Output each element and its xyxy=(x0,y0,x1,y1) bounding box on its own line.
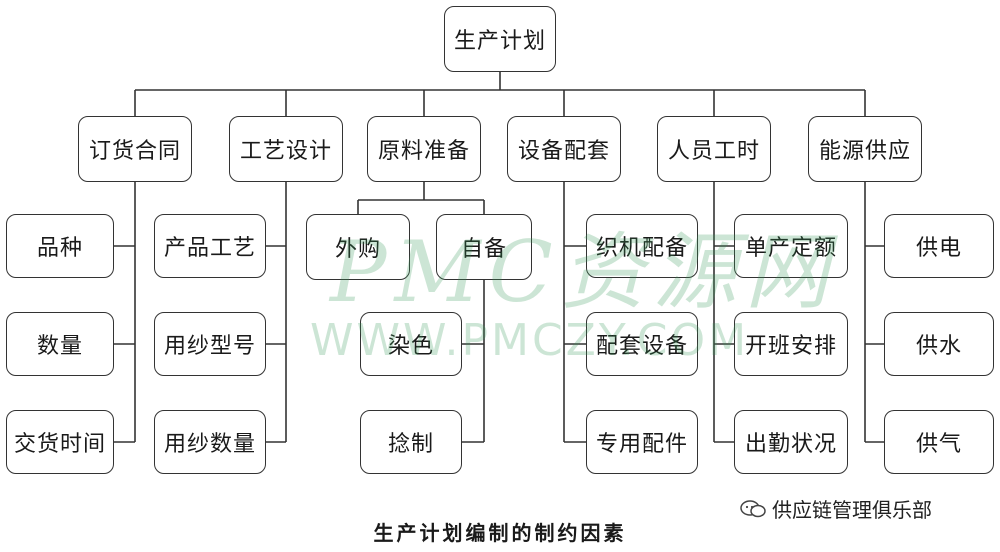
leaf-process-craft: 产品工艺 xyxy=(154,214,266,278)
leaf-order-quantity: 数量 xyxy=(6,312,114,376)
leaf-process-yarn-qty: 用纱数量 xyxy=(154,410,266,474)
chat-bubble-icon xyxy=(740,499,766,517)
leaf-material-twisting: 捻制 xyxy=(360,410,462,474)
node-equipment: 设备配套 xyxy=(507,116,621,182)
leaf-energy-gas: 供气 xyxy=(884,410,994,474)
leaf-staff-shift: 开班安排 xyxy=(734,312,848,376)
leaf-equip-parts: 专用配件 xyxy=(586,410,698,474)
leaf-staff-quota: 单产定额 xyxy=(734,214,848,278)
brand-text: 供应链管理俱乐部 xyxy=(772,498,932,522)
leaf-equip-looms: 织机配备 xyxy=(586,214,698,278)
leaf-material-dyeing: 染色 xyxy=(360,312,462,376)
diagram-caption: 生产计划编制的制约因素 xyxy=(373,521,627,545)
leaf-order-delivery: 交货时间 xyxy=(6,410,114,474)
leaf-material-purchase: 外购 xyxy=(306,214,410,280)
node-root: 生产计划 xyxy=(444,6,556,72)
node-staff-hours: 人员工时 xyxy=(657,116,771,182)
leaf-energy-water: 供水 xyxy=(884,312,994,376)
leaf-equip-supporting: 配套设备 xyxy=(586,312,698,376)
leaf-energy-power: 供电 xyxy=(884,214,994,278)
leaf-material-self: 自备 xyxy=(436,214,532,280)
node-order-contract: 订货合同 xyxy=(78,116,192,182)
leaf-process-yarn-type: 用纱型号 xyxy=(154,312,266,376)
node-material-prep: 原料准备 xyxy=(367,116,481,182)
brand-tag: 供应链管理俱乐部 xyxy=(740,494,932,523)
node-process-design: 工艺设计 xyxy=(229,116,343,182)
leaf-order-variety: 品种 xyxy=(6,214,114,278)
node-energy-supply: 能源供应 xyxy=(808,116,922,182)
leaf-staff-attendance: 出勤状况 xyxy=(734,410,848,474)
